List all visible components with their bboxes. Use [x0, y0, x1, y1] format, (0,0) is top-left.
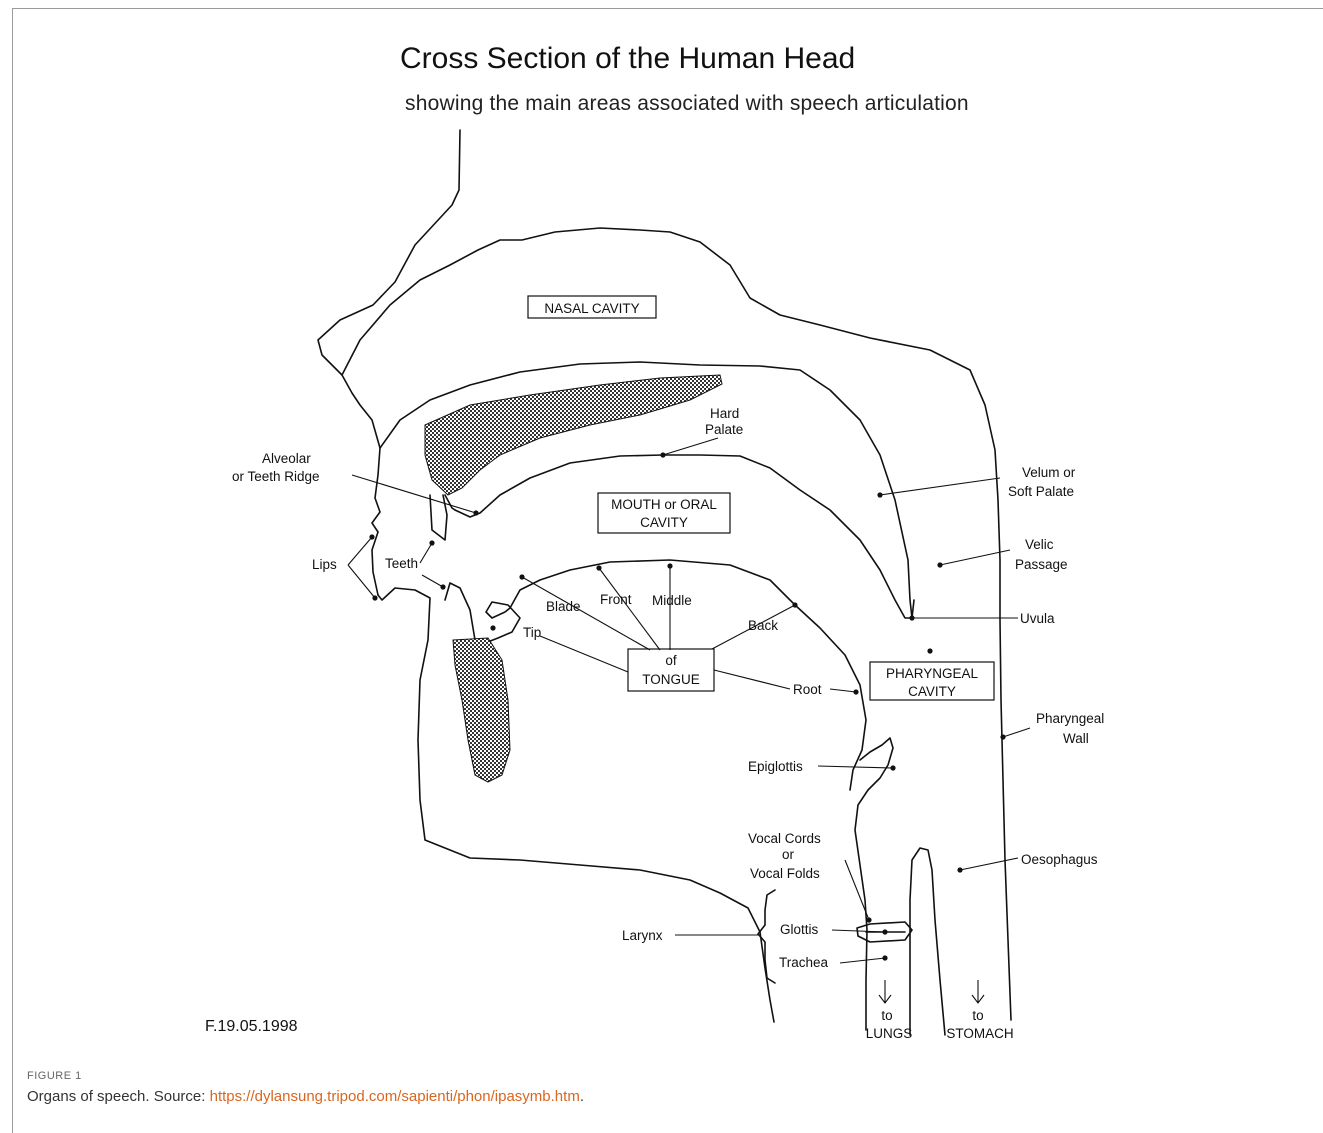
hard-palate-leader [663, 438, 718, 455]
epiglottis-label: Epiglottis [748, 759, 803, 774]
lower-tooth-outline [445, 583, 480, 645]
velic-label-2: Passage [1015, 557, 1068, 572]
vocal-cords-label-2: or [782, 847, 795, 862]
pharyngeal-wall-leader [1003, 728, 1030, 737]
source-link[interactable]: https://dylansung.tripod.com/sapienti/ph… [210, 1088, 580, 1105]
velic-label-1: Velic [1025, 537, 1054, 552]
teeth-leader [420, 543, 443, 587]
date-label: F.19.05.1998 [205, 1018, 298, 1035]
hard-palate-label-1: Hard [710, 406, 739, 421]
vocal-cords-label-3: Vocal Folds [750, 866, 820, 881]
pharyngeal-wall-label-2: Wall [1063, 731, 1089, 746]
velum-label-2: Soft Palate [1008, 484, 1074, 499]
to-stomach-arrow [972, 980, 984, 1003]
nasal-cavity-label: NASAL CAVITY [544, 301, 639, 316]
to-lungs-label-1: to [881, 1008, 892, 1023]
velum-label-1: Velum or [1022, 465, 1076, 480]
vocal-cords-label-1: Vocal Cords [748, 831, 821, 846]
alveolar-label-1: Alveolar [262, 451, 311, 466]
maxilla-bone-shade [425, 375, 722, 495]
caption-end: . [580, 1088, 584, 1105]
to-stomach-label-2: STOMACH [946, 1026, 1013, 1041]
oral-cavity-label-2: CAVITY [640, 515, 688, 530]
oesophagus-leader [960, 858, 1018, 870]
lips-leader [348, 537, 375, 598]
tip-leader [540, 636, 628, 672]
blade-label: Blade [546, 599, 581, 614]
alveolar-ridge-outline [445, 495, 455, 510]
oesophagus-outline [910, 848, 945, 1035]
back-label: Back [748, 618, 778, 633]
uvula-label: Uvula [1020, 611, 1055, 626]
root-label: Root [793, 682, 822, 697]
glottis-label: Glottis [780, 922, 819, 937]
to-stomach-label-1: to [972, 1008, 983, 1023]
alveolar-label-2: or Teeth Ridge [232, 469, 320, 484]
trachea-leader [840, 958, 885, 963]
figure-number: FIGURE 1 [27, 1070, 82, 1082]
tongue-label-1: of [665, 653, 677, 668]
tip-label: Tip [523, 625, 541, 640]
epiglottis-outline [855, 738, 893, 1030]
oesophagus-label: Oesophagus [1021, 852, 1098, 867]
root-leader [714, 670, 856, 692]
upper-lip-outline [372, 532, 378, 595]
glottis-leader [832, 930, 885, 932]
middle-label: Middle [652, 593, 692, 608]
pharyngeal-wall-label-1: Pharyngeal [1036, 711, 1104, 726]
hard-palate-label-2: Palate [705, 422, 743, 437]
oral-cavity-label-1: MOUTH or ORAL [611, 497, 717, 512]
pharyngeal-label-2: CAVITY [908, 684, 956, 699]
lips-label: Lips [312, 557, 337, 572]
to-lungs-label-2: LUNGS [866, 1026, 913, 1041]
larynx-bracket [758, 890, 775, 983]
vocal-cords-leader [845, 860, 869, 920]
figure-caption: Organs of speech. Source: https://dylans… [27, 1088, 584, 1105]
trachea-label: Trachea [779, 955, 829, 970]
to-lungs-arrow [879, 980, 891, 1003]
caption-text: Organs of speech. Source: [27, 1088, 210, 1105]
mandible-bone-shade [453, 638, 510, 782]
teeth-label: Teeth [385, 556, 418, 571]
front-label: Front [600, 592, 632, 607]
pharyngeal-label-1: PHARYNGEAL [886, 666, 979, 681]
velum-leader [880, 478, 1000, 495]
tongue-label-2: TONGUE [642, 672, 700, 687]
larynx-label: Larynx [622, 928, 663, 943]
